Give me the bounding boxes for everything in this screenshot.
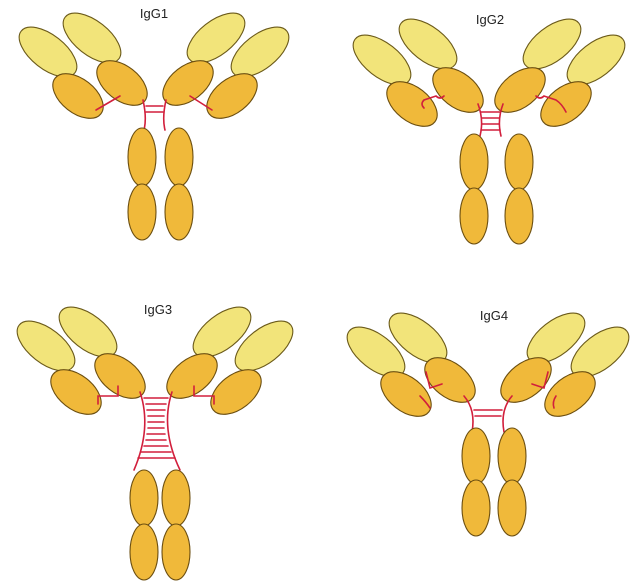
panel-igg1: IgG1: [11, 4, 298, 240]
heavy-chain-ch3-domain: [498, 480, 526, 536]
panel-label-igg2: IgG2: [476, 12, 504, 27]
heavy-chain-ch2-domain: [162, 470, 190, 526]
heavy-chain-ch3-domain: [462, 480, 490, 536]
panel-label-igg1: IgG1: [140, 6, 168, 21]
heavy-chain-ch3-domain: [130, 524, 158, 580]
heavy-chain-ch3-domain: [128, 184, 156, 240]
heavy-chain-ch2-domain: [130, 470, 158, 526]
heavy-chain-ch3-domain: [460, 188, 488, 244]
hinge-heavy-chain: [164, 100, 166, 130]
heavy-chain-ch2-domain: [460, 134, 488, 190]
heavy-chain-ch2-domain: [462, 428, 490, 484]
panel-igg2: IgG2: [345, 10, 633, 244]
panel-label-igg4: IgG4: [480, 308, 508, 323]
hinge-heavy-chain: [143, 100, 145, 130]
panel-label-igg3: IgG3: [144, 302, 172, 317]
heavy-chain-ch3-domain: [162, 524, 190, 580]
heavy-chain-ch2-domain: [128, 128, 156, 186]
panel-igg4: IgG4: [339, 304, 633, 536]
heavy-chain-ch3-domain: [165, 184, 193, 240]
heavy-chain-ch3-domain: [505, 188, 533, 244]
heavy-chain-ch2-domain: [498, 428, 526, 484]
panel-igg3: IgG3: [9, 298, 302, 580]
heavy-chain-ch2-domain: [505, 134, 533, 190]
heavy-chain-ch2-domain: [165, 128, 193, 186]
